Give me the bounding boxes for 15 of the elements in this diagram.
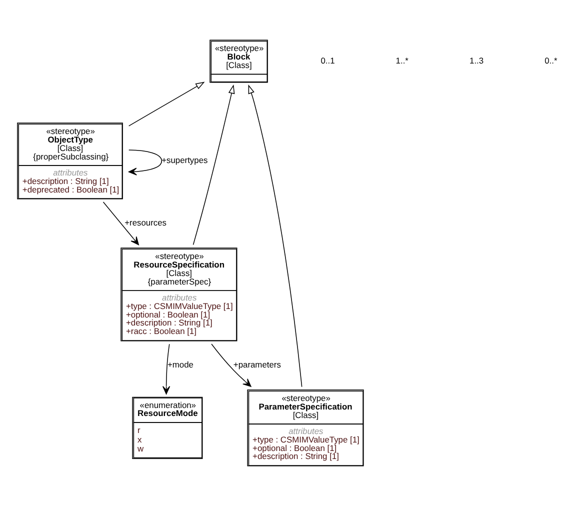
label: 0..1 bbox=[320, 55, 335, 66]
arrow bbox=[128, 150, 162, 176]
label: 0..* bbox=[544, 55, 558, 66]
edge-label: +resources bbox=[124, 218, 167, 228]
edge-label: +mode bbox=[167, 360, 194, 370]
arrow bbox=[102, 202, 139, 246]
arrow bbox=[211, 344, 252, 387]
arrow bbox=[248, 84, 302, 388]
arrow bbox=[192, 84, 235, 246]
edge-label: +supertypes bbox=[162, 155, 208, 166]
arrow bbox=[162, 344, 170, 394]
label: 1..* bbox=[396, 55, 408, 66]
label: 1..3 bbox=[470, 55, 484, 66]
edge-label: +parameters bbox=[233, 360, 281, 370]
arrow bbox=[128, 82, 205, 126]
